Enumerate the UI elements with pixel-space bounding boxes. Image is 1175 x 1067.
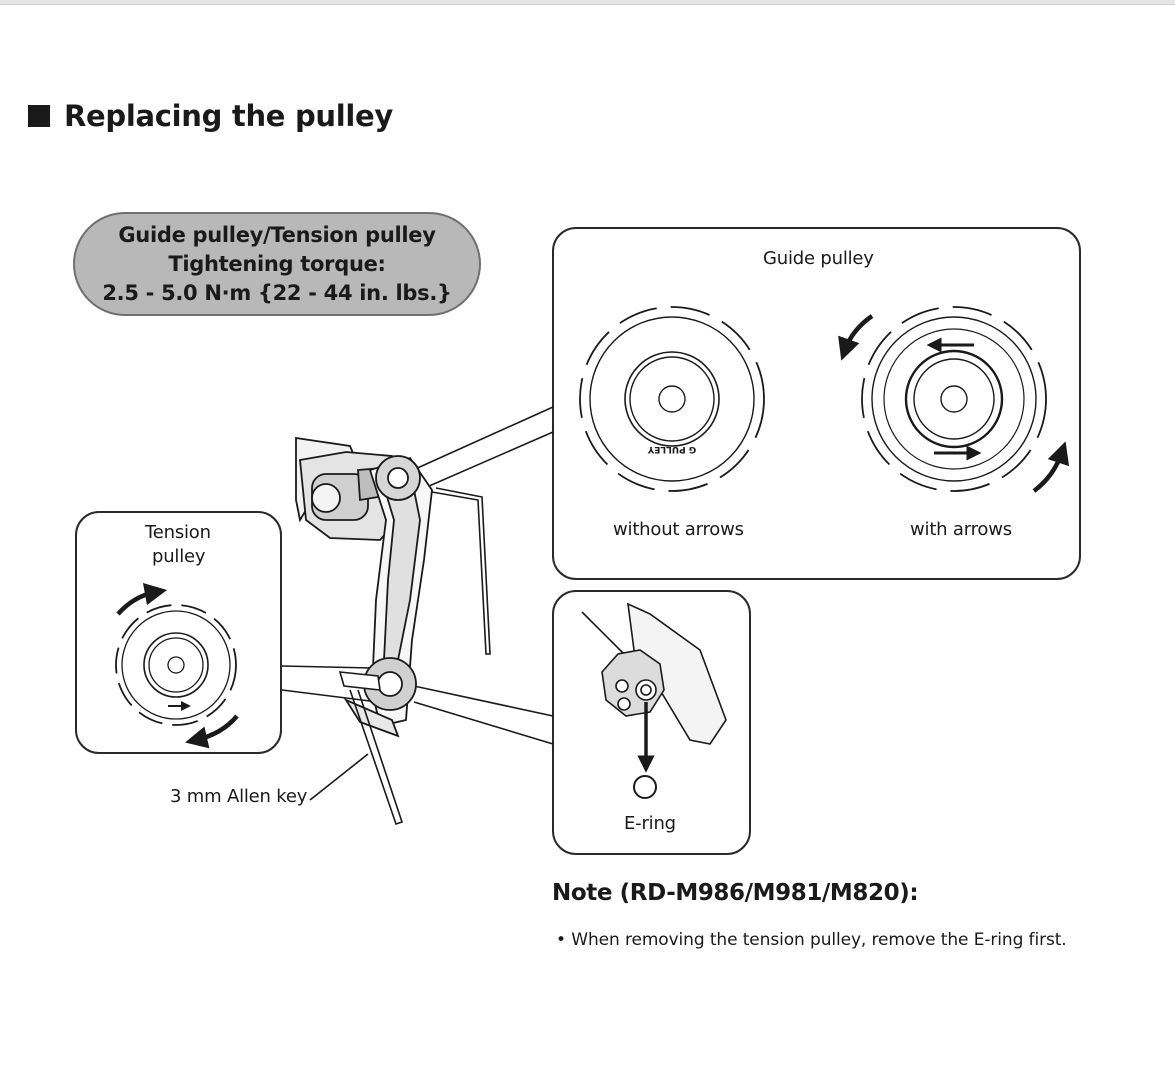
- tension-label-line-2: pulley: [152, 546, 206, 567]
- without-arrows-caption: without arrows: [613, 519, 744, 540]
- rotation-arrow-bottom-icon: [185, 714, 239, 749]
- rotation-arrow-top-icon: [116, 582, 168, 616]
- e-ring-caption: E-ring: [624, 813, 676, 834]
- viewer-top-border: [0, 0, 1175, 5]
- rear-derailleur-drawing: [295, 436, 433, 738]
- with-arrows-caption: with arrows: [910, 519, 1012, 540]
- guide-pulley-without-arrows-icon: G PULLEY: [579, 306, 765, 492]
- tension-label-line-1: Tension: [145, 522, 211, 543]
- torque-line-3: 2.5 - 5.0 N·m {22 - 44 in. lbs.}: [102, 280, 452, 305]
- guide-pulley-title: Guide pulley: [763, 248, 874, 269]
- torque-spec-box: Guide pulley/Tension pulley Tightening t…: [73, 212, 481, 316]
- e-ring-detail-drawing: [581, 602, 727, 799]
- rotation-arrow-ccw-icon: [838, 314, 874, 361]
- rotation-arrow-cw-icon: [1032, 441, 1070, 493]
- tension-pulley-icon: [115, 604, 237, 726]
- leader-lines: [281, 406, 554, 801]
- note-title: Note (RD-M986/M981/M820):: [552, 880, 919, 906]
- section-heading: Replacing the pulley: [28, 96, 393, 136]
- torque-line-1: Guide pulley/Tension pulley: [118, 222, 436, 247]
- black-square-icon: [28, 105, 50, 127]
- allen-key-label: 3 mm Allen key: [170, 786, 308, 807]
- guide-pulley-with-arrows-icon: [861, 306, 1047, 492]
- torque-line-2: Tightening torque:: [168, 251, 386, 276]
- note-bullet: • When removing the tension pulley, remo…: [556, 930, 1067, 950]
- pulley-marking: G PULLEY: [647, 444, 696, 454]
- section-title: Replacing the pulley: [64, 99, 394, 133]
- allen-key-drawing: [338, 487, 491, 826]
